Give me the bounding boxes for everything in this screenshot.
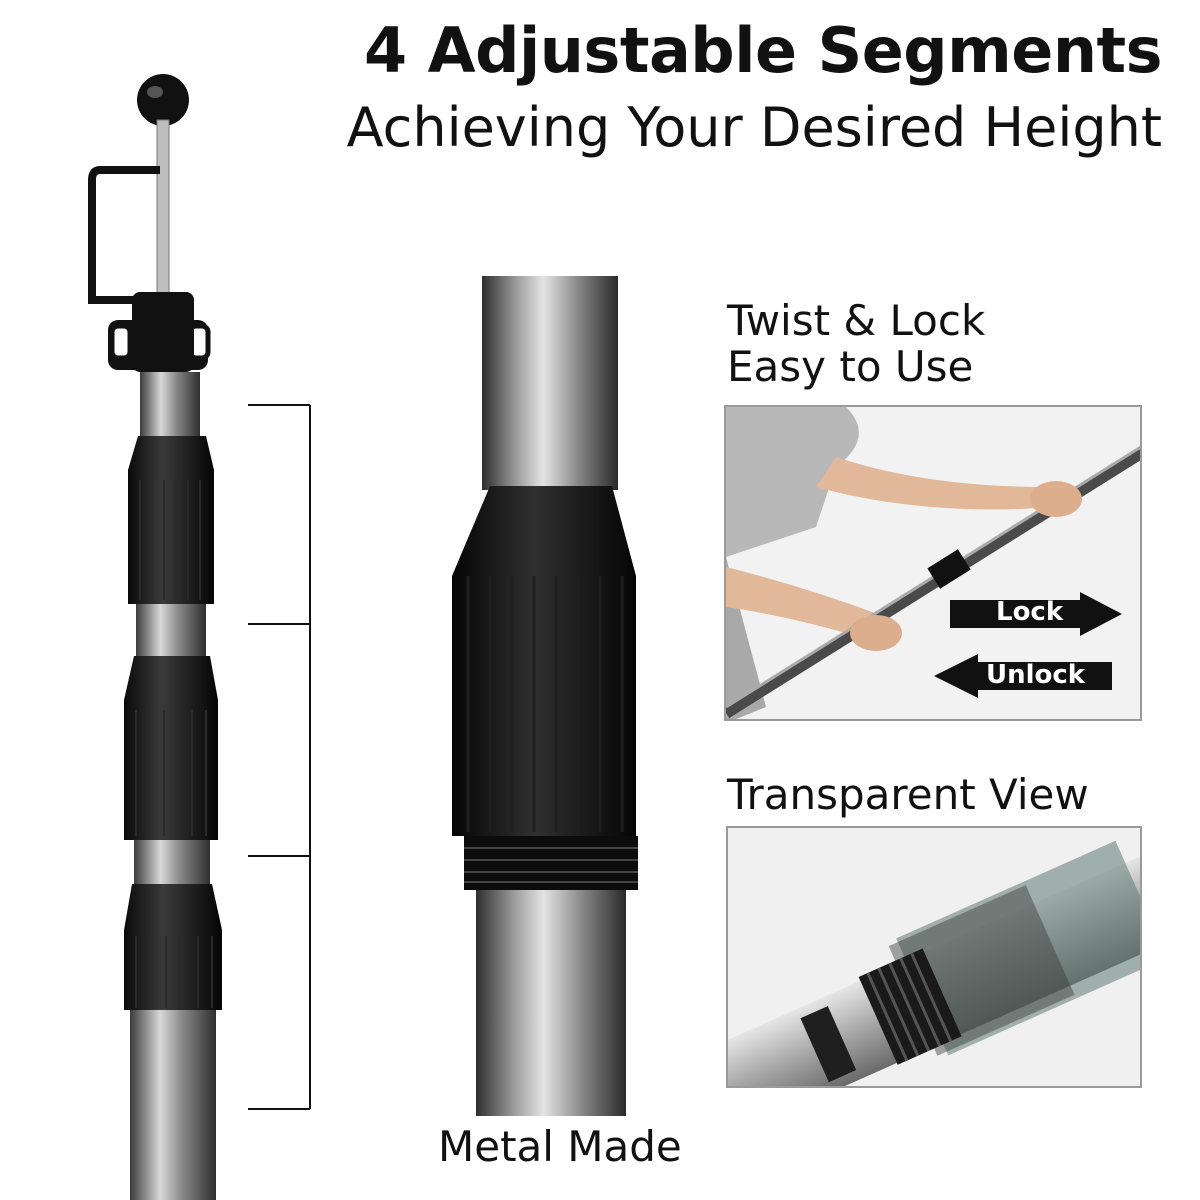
- lock-label: Lock: [996, 597, 1064, 627]
- headline: 4 Adjustable Segments: [363, 14, 1163, 87]
- twist-lock-photo: [724, 405, 1142, 721]
- transparent-view-photo: [726, 826, 1142, 1088]
- unlock-label: Unlock: [986, 660, 1086, 690]
- collar-closeup-image: [452, 276, 638, 1116]
- lock-arrow: Lock: [950, 592, 1122, 636]
- twist-lock-line1: Twist & Lock: [727, 296, 986, 345]
- segment-bracket: [248, 404, 311, 1110]
- telescopic-pole-image: [88, 74, 222, 1200]
- subheadline: Achieving Your Desired Height: [346, 96, 1162, 159]
- arrow-right-icon: [950, 592, 1122, 636]
- unlock-arrow: Unlock: [934, 654, 1112, 698]
- twist-lock-label: Twist & Lock Easy to Use: [727, 298, 985, 390]
- arrow-left-icon: [934, 654, 1112, 698]
- twist-lock-line2: Easy to Use: [727, 342, 974, 391]
- metal-made-label: Metal Made: [438, 1122, 682, 1171]
- transparent-view-illustration: [728, 828, 1140, 1086]
- transparent-view-label: Transparent View: [727, 770, 1089, 819]
